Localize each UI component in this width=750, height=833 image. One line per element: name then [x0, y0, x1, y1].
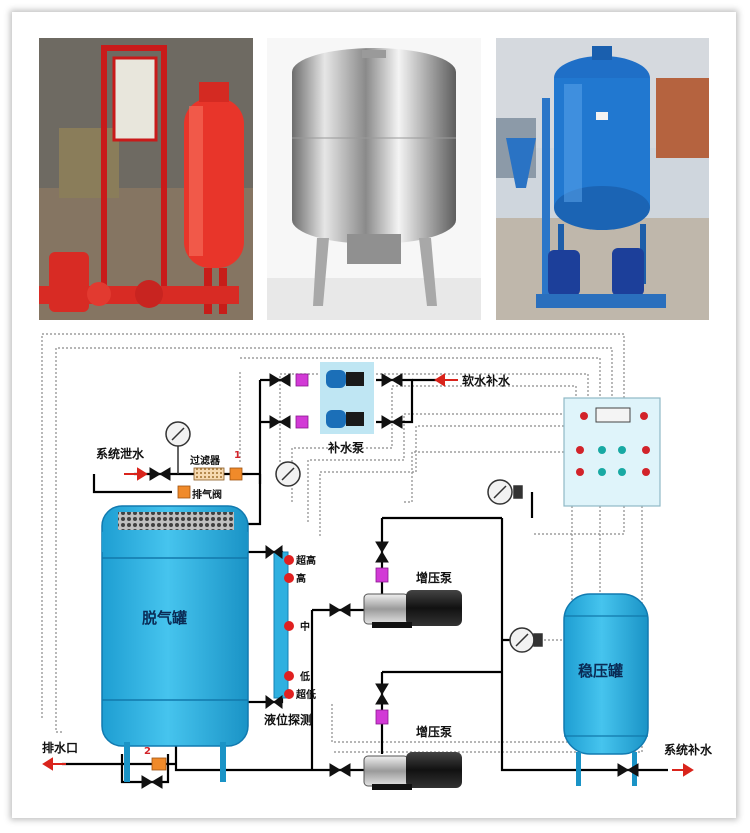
level-super-low-label: 超低: [295, 688, 316, 701]
marker-1: 1: [234, 450, 241, 461]
level-probe-label: 液位探测: [264, 712, 312, 727]
exhaust-valve-label: 排气阀: [192, 488, 222, 501]
booster-pump-2-label: 增压泵: [416, 724, 452, 739]
makeup-pump-label: 补水泵: [327, 440, 364, 455]
red-degassing-unit-photo: [39, 38, 253, 320]
system-schematic: 脱气罐 超高 高 中 低 超低 液位探测 稳压罐: [41, 333, 713, 790]
soft-water-makeup-label: 软水补水: [462, 373, 511, 388]
booster-pump-2: 增压泵: [363, 724, 462, 790]
filter: 过滤器: [190, 454, 225, 481]
drain-outlet-label: 排水口: [42, 740, 78, 755]
stabilizer-tank-label: 稳压罐: [578, 662, 623, 680]
makeup-pumps: 补水泵: [320, 362, 374, 455]
system-makeup-label: 系统补水: [664, 742, 713, 757]
flow-arrows: [42, 373, 694, 777]
level-super-high-label: 超高: [295, 554, 316, 567]
marker-2: 2: [144, 746, 151, 757]
orange-fittings: [151, 467, 243, 771]
stainless-pressure-tank-photo: [267, 38, 481, 320]
figure-frame: 脱气罐 超高 高 中 低 超低 液位探测 稳压罐: [12, 12, 736, 818]
blue-degassing-unit-photo: [496, 38, 709, 320]
level-low-label: 低: [299, 670, 310, 683]
level-probe: 超高 高 中 低 超低 液位探测: [264, 551, 316, 727]
booster-pump-1-label: 增压泵: [416, 570, 452, 585]
check-valves: [295, 373, 389, 725]
filter-label: 过滤器: [190, 454, 221, 467]
system-drain-water-label: 系统泄水: [96, 446, 145, 461]
pressure-gauges: [165, 421, 543, 653]
valves: [141, 373, 639, 789]
degassing-tank-label: 脱气罐: [142, 609, 187, 627]
stabilizer-tank: 稳压罐: [563, 593, 649, 786]
booster-pump-1: 增压泵: [363, 570, 462, 628]
level-mid-label: 中: [300, 620, 310, 633]
degassing-tank: 脱气罐: [101, 505, 249, 782]
control-panel: [563, 397, 661, 507]
level-high-label: 高: [296, 572, 306, 585]
